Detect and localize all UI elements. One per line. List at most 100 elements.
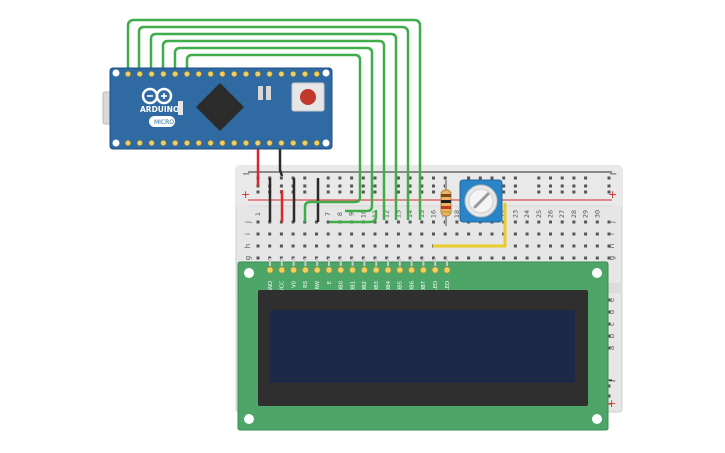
breadboard-hole[interactable] (467, 256, 471, 260)
breadboard-hole[interactable] (326, 184, 330, 188)
breadboard-hole[interactable] (350, 176, 354, 180)
breadboard-hole[interactable] (560, 220, 564, 224)
arduino-pin[interactable] (266, 140, 273, 146)
breadboard-hole[interactable] (326, 190, 330, 194)
breadboard-hole[interactable] (572, 256, 576, 260)
breadboard-hole[interactable] (478, 232, 482, 236)
breadboard-hole[interactable] (607, 346, 611, 350)
breadboard-hole[interactable] (513, 232, 517, 236)
arduino-top-pin-header[interactable] (125, 71, 320, 77)
breadboard-hole[interactable] (607, 184, 611, 188)
breadboard-hole[interactable] (502, 184, 506, 188)
breadboard-hole[interactable] (420, 220, 424, 224)
breadboard-hole[interactable] (513, 256, 517, 260)
breadboard-hole[interactable] (607, 384, 611, 388)
breadboard-hole[interactable] (291, 244, 295, 248)
breadboard-hole[interactable] (455, 220, 459, 224)
breadboard-hole[interactable] (373, 244, 377, 248)
arduino-pin[interactable] (219, 71, 226, 77)
green-wire-1[interactable] (126, 18, 422, 220)
breadboard-hole[interactable] (584, 256, 588, 260)
breadboard-hole[interactable] (396, 244, 400, 248)
breadboard-hole[interactable] (432, 220, 435, 224)
breadboard-hole[interactable] (549, 256, 552, 260)
arduino-pin[interactable] (172, 71, 179, 77)
breadboard-hole[interactable] (443, 256, 447, 260)
breadboard-hole[interactable] (537, 256, 541, 260)
breadboard-hole[interactable] (572, 232, 576, 236)
breadboard-hole[interactable] (490, 256, 494, 260)
reset-button[interactable] (300, 89, 316, 105)
lcd-pin[interactable] (420, 266, 427, 274)
breadboard-hole[interactable] (303, 244, 307, 248)
breadboard-hole[interactable] (350, 244, 354, 248)
arduino-pin[interactable] (266, 71, 273, 77)
arduino-pin[interactable] (278, 140, 285, 146)
breadboard-hole[interactable] (291, 232, 295, 236)
breadboard-hole[interactable] (513, 184, 517, 188)
breadboard-hole[interactable] (560, 184, 564, 188)
breadboard-hole[interactable] (549, 190, 552, 194)
breadboard-hole[interactable] (373, 256, 377, 260)
breadboard-hole[interactable] (560, 244, 564, 248)
breadboard-hole[interactable] (432, 176, 435, 180)
arduino-pin[interactable] (195, 71, 202, 77)
breadboard-hole[interactable] (560, 232, 564, 236)
arduino-pin[interactable] (243, 71, 249, 77)
breadboard-hole[interactable] (584, 220, 588, 224)
arduino-pin[interactable] (195, 140, 202, 146)
breadboard-hole[interactable] (256, 244, 260, 248)
lcd-pin[interactable] (325, 266, 333, 274)
breadboard-hole[interactable] (268, 232, 272, 236)
breadboard-hole[interactable] (432, 190, 435, 194)
breadboard-hole[interactable] (525, 256, 529, 260)
breadboard-hole[interactable] (315, 232, 318, 236)
breadboard-hole[interactable] (350, 190, 354, 194)
breadboard-hole[interactable] (373, 184, 377, 188)
lcd-pin[interactable] (278, 266, 286, 274)
breadboard-hole[interactable] (396, 256, 400, 260)
arduino-bottom-pin-header[interactable] (125, 140, 320, 146)
green-wire-3[interactable] (149, 32, 398, 220)
breadboard-hole[interactable] (256, 232, 260, 236)
breadboard-hole[interactable] (467, 176, 471, 180)
arduino-pin[interactable] (172, 140, 179, 146)
breadboard-hole[interactable] (595, 256, 599, 260)
breadboard-hole[interactable] (408, 184, 412, 188)
breadboard-hole[interactable] (537, 176, 541, 180)
breadboard-hole[interactable] (256, 190, 260, 194)
arduino-pin[interactable] (302, 140, 308, 146)
breadboard-hole[interactable] (467, 232, 471, 236)
breadboard-hole[interactable] (572, 244, 576, 248)
green-wire-4[interactable] (161, 39, 386, 220)
breadboard-hole[interactable] (607, 394, 611, 398)
breadboard-hole[interactable] (303, 232, 307, 236)
breadboard-hole[interactable] (572, 220, 576, 224)
breadboard-hole[interactable] (326, 176, 330, 180)
arduino-pin[interactable] (231, 140, 238, 146)
breadboard-hole[interactable] (350, 232, 354, 236)
breadboard-hole[interactable] (584, 232, 588, 236)
breadboard-hole[interactable] (560, 256, 564, 260)
breadboard-hole[interactable] (537, 232, 541, 236)
breadboard-hole[interactable] (607, 334, 611, 338)
arduino-pin[interactable] (160, 140, 167, 146)
breadboard-hole[interactable] (396, 232, 400, 236)
arduino-pin[interactable] (125, 140, 131, 146)
lcd-pin[interactable] (396, 266, 404, 274)
lcd-pin[interactable] (408, 266, 415, 274)
breadboard-hole[interactable] (572, 190, 576, 194)
breadboard-hole[interactable] (584, 190, 588, 194)
breadboard-hole[interactable] (303, 184, 307, 188)
breadboard-hole[interactable] (549, 220, 552, 224)
lcd-pin[interactable] (337, 266, 345, 274)
breadboard-hole[interactable] (279, 176, 283, 180)
breadboard-hole[interactable] (584, 244, 588, 248)
breadboard-hole[interactable] (279, 232, 283, 236)
breadboard-hole[interactable] (326, 220, 330, 224)
lcd-pin[interactable] (290, 266, 297, 274)
breadboard-hole[interactable] (478, 176, 482, 180)
breadboard-hole[interactable] (350, 184, 354, 188)
